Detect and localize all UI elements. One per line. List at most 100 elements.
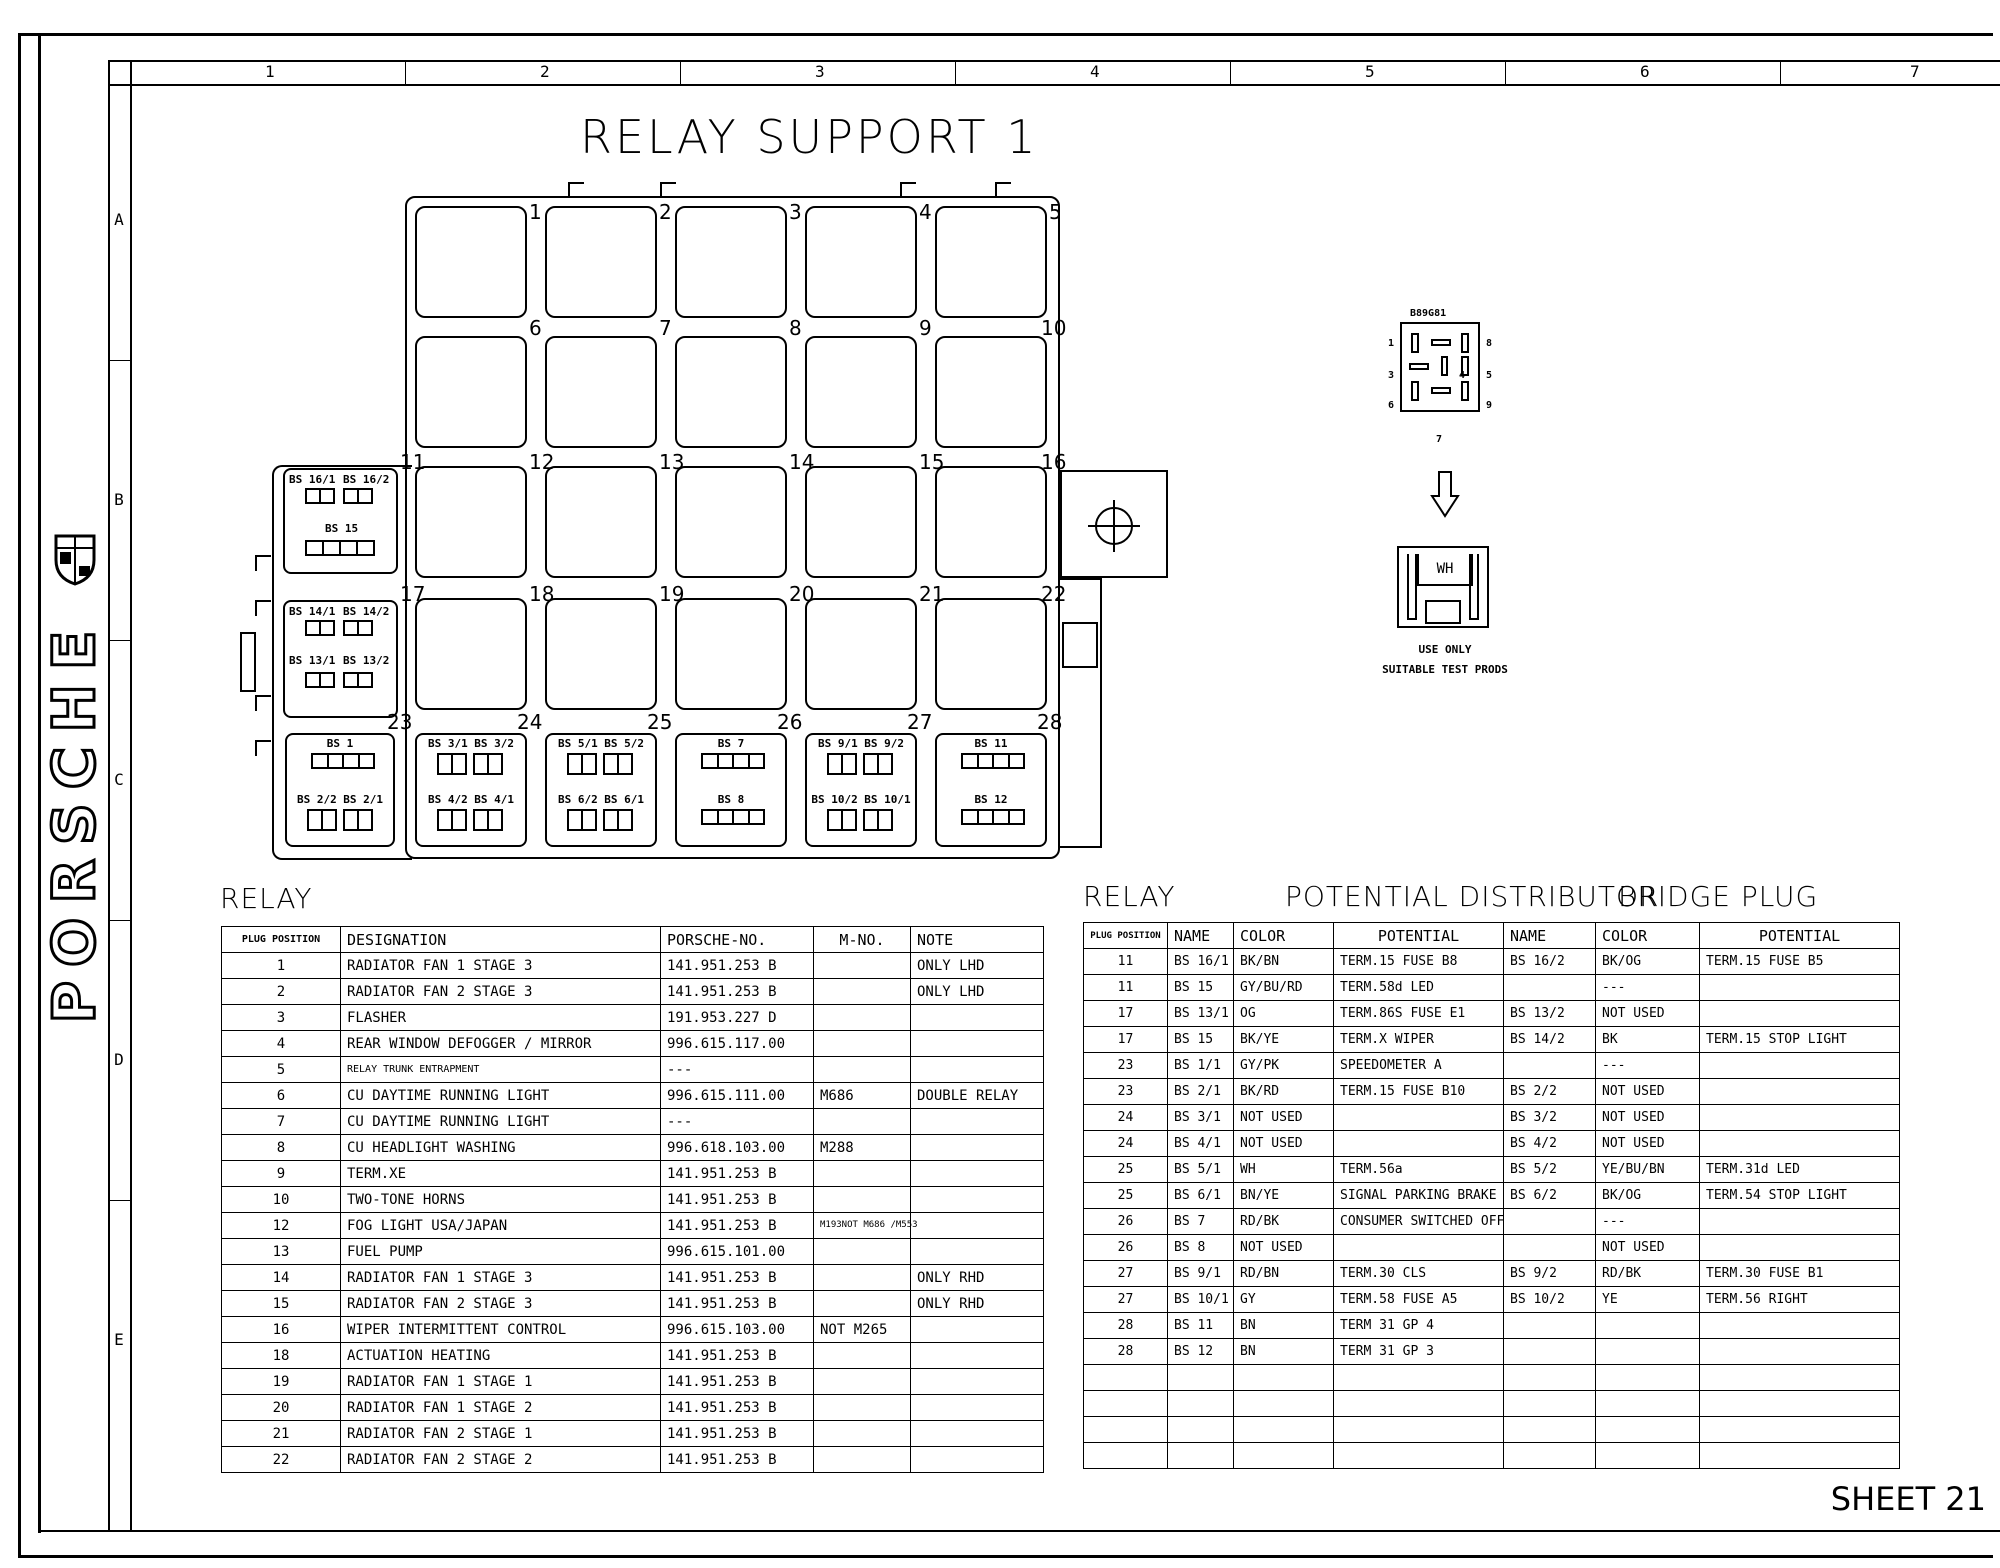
table-cell <box>813 1446 911 1473</box>
fuse-number: 23 <box>387 710 413 734</box>
relay-socket <box>675 466 787 578</box>
table-cell: BS 14/2 <box>1503 1026 1596 1053</box>
table-cell: 11 <box>1083 974 1168 1001</box>
fuse-pins <box>701 753 765 769</box>
relay-socket <box>675 598 787 710</box>
table-cell: BS 9/1 <box>1167 1260 1234 1287</box>
table-cell <box>910 1030 1044 1057</box>
table-cell: 27 <box>1083 1260 1168 1287</box>
col-label-2: 2 <box>540 62 550 81</box>
table-cell <box>1699 974 1900 1001</box>
probe-side <box>1407 554 1417 620</box>
table-cell: M193NOT M686 /M553 <box>813 1212 918 1239</box>
probe-note-line: USE ONLY <box>1418 643 1472 656</box>
table-cell: RADIATOR FAN 1 STAGE 1 <box>340 1368 661 1395</box>
table-cell: NOT USED <box>1595 1104 1700 1131</box>
table-cell: 141.951.253 B <box>660 1446 814 1473</box>
table-cell: BN/YE <box>1233 1182 1334 1209</box>
table-cell: TERM.15 FUSE B5 <box>1699 948 1900 975</box>
porsche-crest-icon <box>54 534 96 586</box>
column-header: M-NO. <box>813 926 911 953</box>
col-tick <box>405 62 406 84</box>
board-clip <box>255 600 271 616</box>
table-cell <box>910 1420 1044 1447</box>
table-cell: TERM.56a <box>1333 1156 1504 1183</box>
table-cell <box>1167 1364 1234 1391</box>
relay-socket <box>935 598 1047 710</box>
relay-board <box>405 196 1060 859</box>
table-cell: BK/RD <box>1233 1078 1334 1105</box>
table-cell: NOT USED <box>1595 1000 1700 1027</box>
table-cell: BS 15 <box>1167 1026 1234 1053</box>
table-cell: 141.951.253 B <box>660 1160 814 1187</box>
table-cell <box>1595 1416 1700 1443</box>
table-cell <box>1699 1364 1900 1391</box>
fuse-label: BS 6/2 BS 6/1 <box>557 793 645 806</box>
table-cell: BS 7 <box>1167 1208 1234 1235</box>
table-cell: 27 <box>1083 1286 1168 1313</box>
connector-pin-label: 4 <box>1459 370 1466 381</box>
table-cell <box>1167 1442 1234 1469</box>
table-cell: BS 13/1 <box>1167 1000 1234 1027</box>
socket-number: 10 <box>1041 316 1067 340</box>
table-cell <box>910 1160 1044 1187</box>
relay-socket <box>545 598 657 710</box>
table-cell: 26 <box>1083 1208 1168 1235</box>
col-label-5: 5 <box>1365 62 1375 81</box>
table-cell: --- <box>1595 974 1700 1001</box>
table-cell <box>1503 1208 1596 1235</box>
col-tick <box>1780 62 1781 84</box>
table-cell: BK/OG <box>1595 1182 1700 1209</box>
table-cell: BK/YE <box>1233 1026 1334 1053</box>
table-cell <box>910 1056 1044 1083</box>
table-cell: FOG LIGHT USA/JAPAN <box>340 1212 661 1239</box>
table-cell: BN <box>1233 1312 1334 1339</box>
table-cell: BS 5/1 <box>1167 1156 1234 1183</box>
table-cell: SPEEDOMETER A <box>1333 1052 1504 1079</box>
table-cell: BS 3/2 <box>1503 1104 1596 1131</box>
table-cell: 141.951.253 B <box>660 978 814 1005</box>
table-cell: 996.615.117.00 <box>660 1030 814 1057</box>
col-label-3: 3 <box>815 62 825 81</box>
socket-number: 17 <box>400 582 426 606</box>
table-cell: 23 <box>1083 1052 1168 1079</box>
board-clip <box>660 182 676 198</box>
relay-table: PLUG POSITION DESIGNATION PORSCHE-NO. M-… <box>221 926 1044 1473</box>
crosshair-icon <box>1088 500 1140 552</box>
fuse-label: BS 9/1 BS 9/2 <box>817 737 905 750</box>
relay-socket <box>545 206 657 318</box>
table-row <box>1083 1364 1900 1391</box>
potential-distributor-table: PLUG POSITION NAME COLOR POTENTIAL NAME … <box>1083 922 1900 1469</box>
table-cell: RADIATOR FAN 2 STAGE 2 <box>340 1446 661 1473</box>
table-cell: BS 11 <box>1167 1312 1234 1339</box>
table-cell: RD/BK <box>1595 1260 1700 1287</box>
table-cell: TERM.15 FUSE B10 <box>1333 1078 1504 1105</box>
table-cell: OG <box>1233 1000 1334 1027</box>
table-cell: 8 <box>221 1134 341 1161</box>
test-probe-diagram: WH <box>1397 546 1489 628</box>
frame-inner-line <box>38 33 41 1533</box>
fuse-block-bs13-14: BS 14/1 BS 14/2 BS 13/1 BS 13/2 <box>283 600 398 718</box>
socket-number: 2 <box>659 200 672 224</box>
row-label-a: A <box>114 210 124 229</box>
column-header: PLUG POSITION <box>1083 922 1168 949</box>
relay-socket <box>935 206 1047 318</box>
row-label-e: E <box>114 1330 124 1349</box>
table-cell: 25 <box>1083 1156 1168 1183</box>
fuse-pins <box>307 809 337 831</box>
connector-pin-layout <box>1409 333 1469 401</box>
socket-number: 6 <box>529 316 542 340</box>
table-cell <box>1233 1364 1334 1391</box>
fuse-pins <box>305 620 335 636</box>
table-cell: RELAY TRUNK ENTRAPMENT <box>340 1056 661 1083</box>
fuse-label: BS 16/1 <box>289 473 336 486</box>
